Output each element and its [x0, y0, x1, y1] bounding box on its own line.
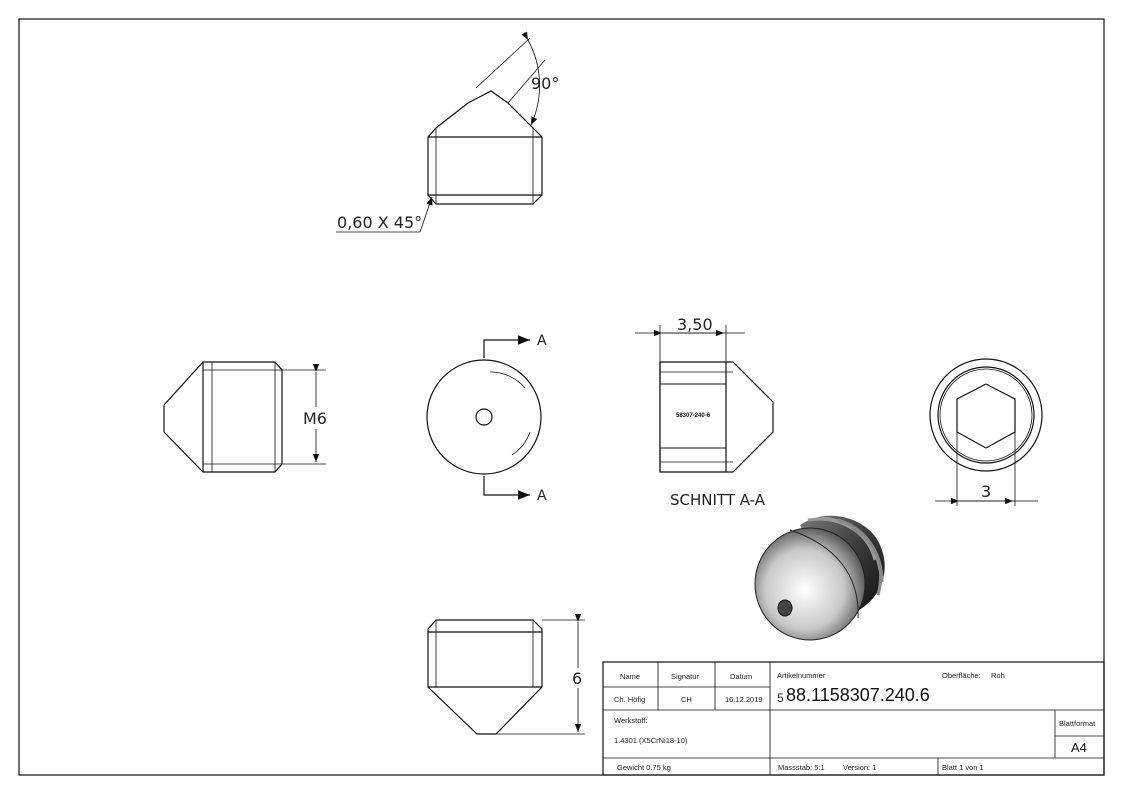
chamfer-label: 0,60 X 45°	[337, 213, 422, 232]
col-signatur: Signatur	[671, 672, 699, 681]
oberflaeche-value: Roh	[991, 671, 1005, 680]
bottom-view: 6	[427, 614, 586, 735]
blattformat-value: A4	[1071, 740, 1087, 755]
side-view: M6	[163, 361, 330, 473]
artikelnummer-label: Artikelnummer	[777, 671, 826, 680]
section-view: 58307-240-6 3,50 SCHNITT A-A	[635, 315, 774, 509]
col-name: Name	[620, 672, 640, 681]
section-marker-bottom: A	[537, 488, 547, 504]
isometric-render	[754, 515, 885, 641]
werkstoff-label: Werkstoff:	[614, 716, 647, 725]
name-value: Ch. Höfig	[614, 695, 645, 704]
massstab: Massstab: 5:1	[778, 763, 825, 772]
version: Version: 1	[843, 763, 876, 772]
front-view: A A	[426, 333, 547, 504]
gewicht: Gewicht 0.75 kg	[617, 763, 671, 772]
sheet-border	[18, 18, 1105, 776]
width-label: 3,50	[677, 315, 713, 334]
top-view: 90° 0,60 X 45°	[336, 31, 559, 233]
hex-view: 3	[929, 358, 1043, 506]
col-datum: Datum	[730, 672, 752, 681]
artikelnummer-prefix: 5	[777, 691, 784, 705]
engraving-label: 58307-240-6	[676, 413, 711, 419]
hex-width-label: 3	[981, 482, 991, 501]
oberflaeche-label: Oberfläche:	[942, 671, 981, 680]
thread-label: M6	[303, 409, 327, 428]
werkstoff-value: 1.4301 (X5CrNi18-10)	[614, 736, 688, 745]
title-block: Name Signatur Datum Ch. Höfig CH 16.12.2…	[602, 661, 1105, 776]
artikelnummer-value: 88.1158307.240.6	[786, 685, 930, 705]
section-title: SCHNITT A-A	[670, 491, 766, 509]
signatur-value: CH	[681, 695, 692, 704]
blattformat-label: Blattformat	[1059, 719, 1096, 728]
blatt: Blatt 1 von 1	[942, 763, 984, 772]
height-label: 6	[572, 669, 582, 688]
datum-value: 16.12.2019	[725, 695, 763, 704]
section-marker-top: A	[537, 333, 547, 349]
angle-label: 90°	[531, 74, 559, 93]
